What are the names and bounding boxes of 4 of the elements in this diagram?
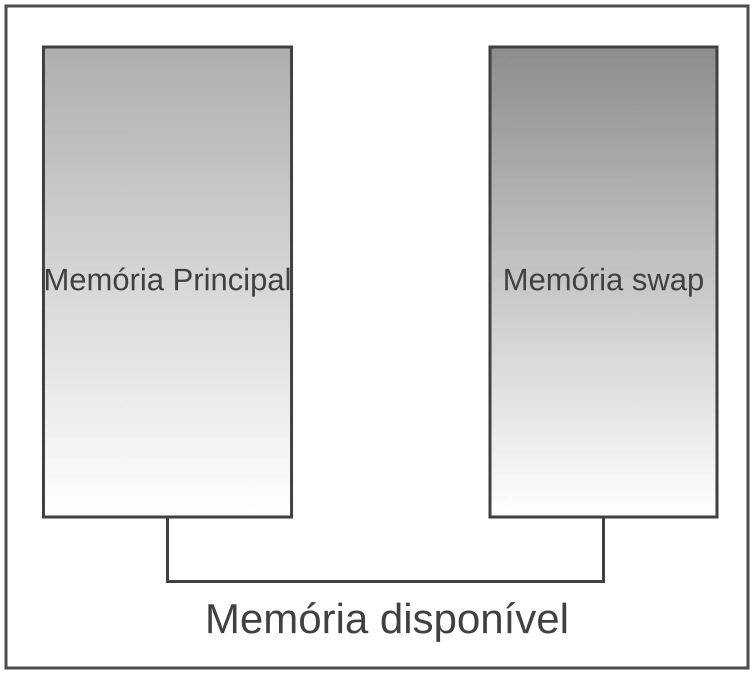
bracket-connector xyxy=(166,518,605,583)
memory-box: Memória Principal xyxy=(42,46,294,518)
memory-box: Memória swap xyxy=(488,46,718,518)
edge-label: Memória disponível xyxy=(208,602,566,642)
